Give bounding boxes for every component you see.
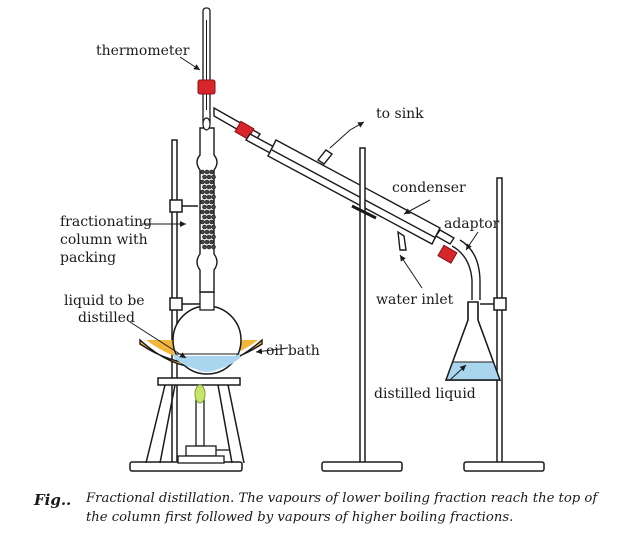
packing-bead: [200, 169, 205, 175]
packing-bead: [202, 204, 207, 210]
packing-bead: [211, 244, 216, 250]
packing-bead: [200, 179, 205, 185]
burner-flame: [194, 384, 206, 404]
packing-bead: [211, 184, 216, 190]
label-condenser: condenser: [392, 180, 466, 196]
label-oil-bath: oil bath: [266, 343, 320, 359]
packing-bead: [204, 229, 210, 235]
label-fractionating-line-2: column with: [60, 232, 148, 248]
packing-bead: [209, 219, 214, 225]
packing-bead: [206, 214, 212, 220]
thermometer-stopper: [197, 79, 216, 95]
thermometer: [202, 7, 211, 131]
condenser: [244, 133, 455, 251]
packing-bead: [211, 204, 216, 210]
label-fractionating-line-3: packing: [60, 250, 116, 266]
oil-bath: [139, 338, 263, 369]
packing-bead: [200, 219, 205, 225]
label-water-inlet: water inlet: [376, 292, 454, 308]
packing-bead: [204, 209, 210, 215]
packing-bead: [202, 194, 207, 200]
packing-bead: [206, 174, 212, 180]
conical-receiving-flask: [444, 301, 502, 381]
packing-bead: [209, 169, 214, 175]
packing-bead: [211, 194, 216, 200]
packing-bead: [209, 239, 214, 245]
figure-caption: Fractional distillation. The vapours of …: [86, 491, 598, 525]
packing-bead: [200, 189, 205, 195]
packing-bead: [202, 244, 207, 250]
label-to-sink: to sink: [376, 106, 424, 122]
middle-retort-stand: [321, 147, 403, 472]
packing-bead: [209, 229, 214, 235]
packing-bead: [204, 179, 210, 185]
packing-bead: [206, 234, 212, 240]
figure-number: Fig..: [34, 491, 72, 509]
packing-bead: [211, 214, 216, 220]
packing-bead: [206, 204, 212, 210]
packing-bead: [202, 184, 207, 190]
packing-bead: [200, 229, 205, 235]
packing-bead: [200, 239, 205, 245]
packing-bead: [209, 179, 214, 185]
packing-bead: [206, 184, 212, 190]
label-distilled-liquid: distilled liquid: [374, 386, 476, 402]
label-thermometer: thermometer: [96, 43, 190, 59]
packing-bead: [200, 199, 205, 205]
packing-bead: [204, 239, 210, 245]
round-bottom-flask: [172, 291, 242, 375]
packing-bead: [202, 234, 207, 240]
packing-bead: [202, 214, 207, 220]
packing-bead: [200, 209, 205, 215]
column-packing-beads: [200, 169, 216, 250]
packing-bead: [204, 189, 210, 195]
label-leader-lines: [129, 56, 479, 381]
packing-bead: [211, 234, 216, 240]
label-adaptor: adaptor: [444, 216, 500, 232]
packing-bead: [209, 189, 214, 195]
packing-bead: [211, 174, 216, 180]
packing-bead: [204, 199, 210, 205]
label-liquid-line-1: liquid to be: [64, 293, 145, 309]
label-fractionating-line-1: fractionating: [60, 214, 152, 230]
packing-bead: [206, 194, 212, 200]
right-retort-stand: [463, 177, 545, 472]
packing-bead: [209, 199, 214, 205]
packing-bead: [209, 209, 214, 215]
packing-bead: [202, 224, 207, 230]
adaptor-stopper: [437, 244, 458, 264]
packing-bead: [202, 174, 207, 180]
packing-bead: [204, 219, 210, 225]
label-liquid-line-2: distilled: [78, 310, 135, 326]
adaptor: [451, 239, 481, 300]
packing-bead: [206, 244, 212, 250]
packing-bead: [206, 224, 212, 230]
packing-bead: [204, 169, 210, 175]
packing-bead: [211, 224, 216, 230]
